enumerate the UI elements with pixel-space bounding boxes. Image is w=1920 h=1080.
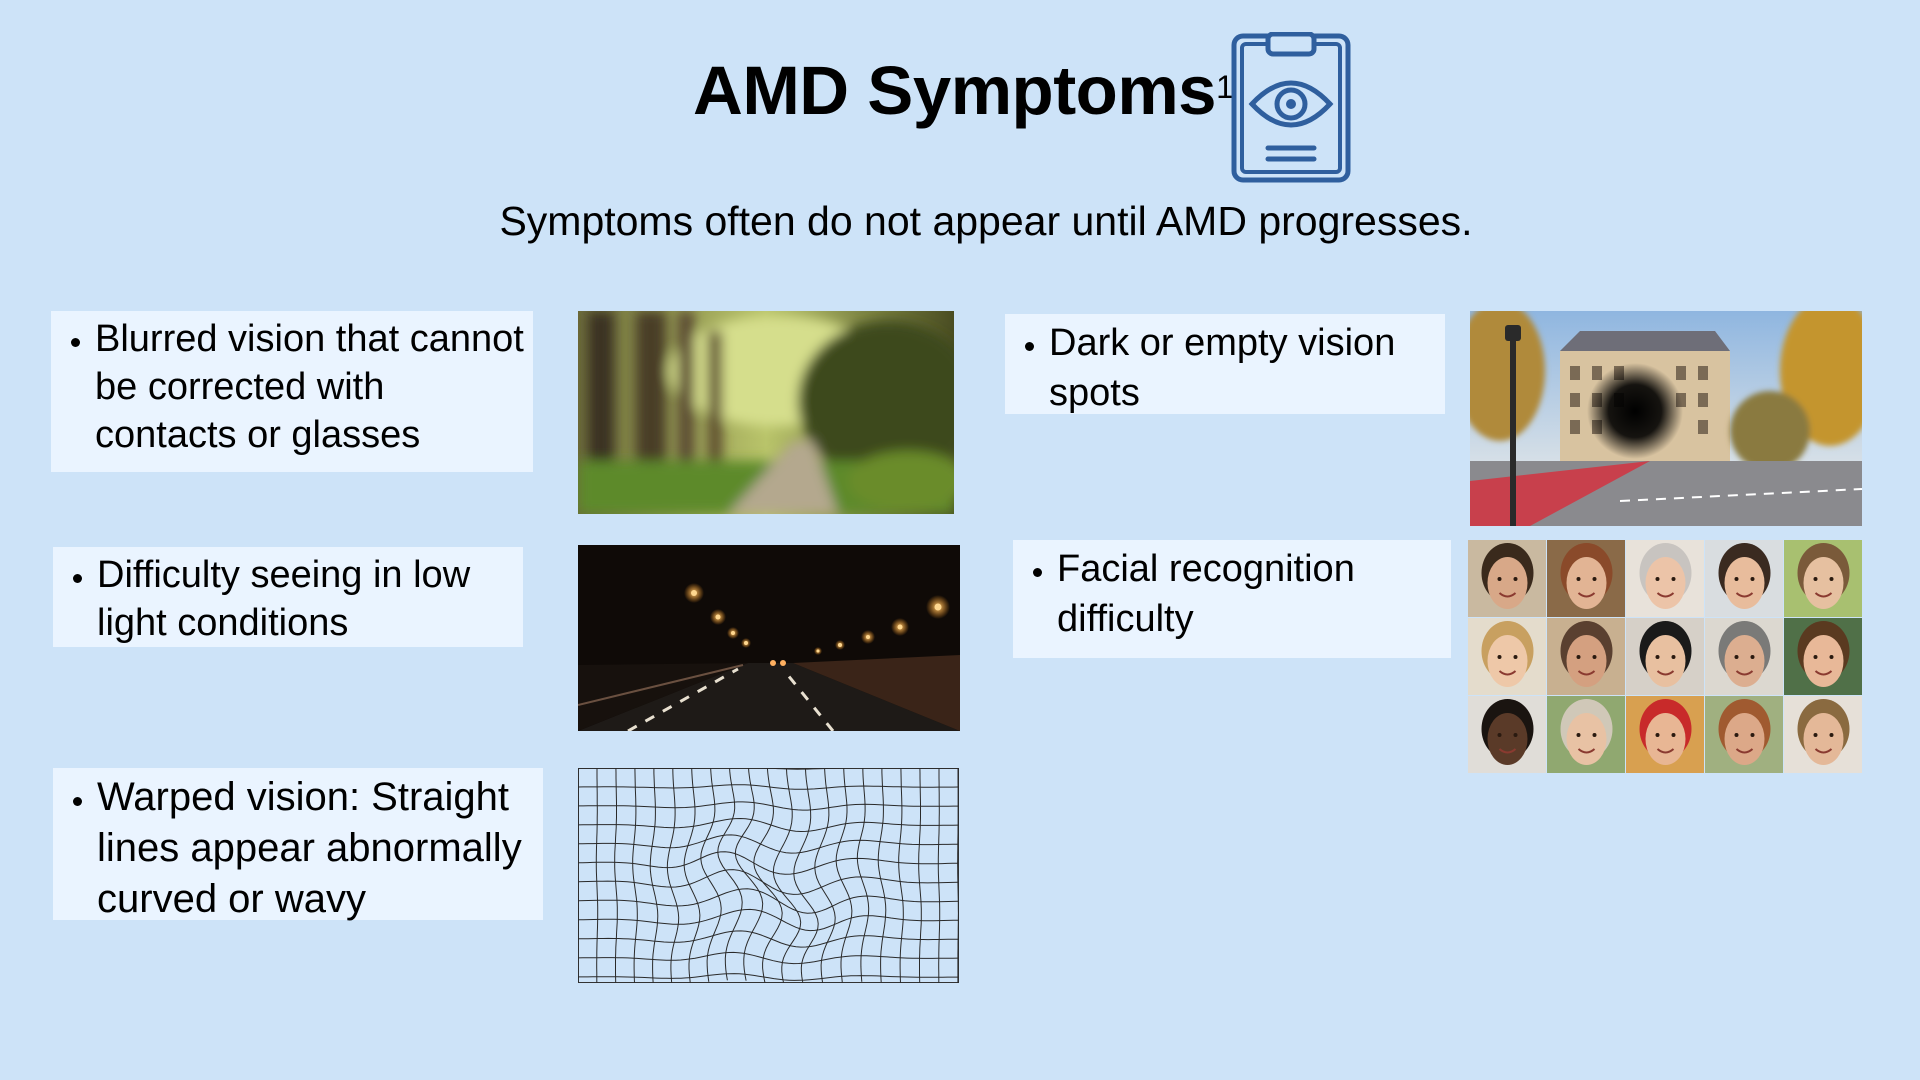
- symptom-text-blurred: Blurred vision that cannot be corrected …: [95, 315, 527, 459]
- symptom-text-low-light: Difficulty seeing in low light condition…: [97, 551, 517, 647]
- title-footnote: 1: [1216, 69, 1234, 105]
- symptom-card-low-light: Difficulty seeing in low light condition…: [53, 547, 523, 647]
- symptom-text-dark-spots: Dark or empty vision spots: [1049, 318, 1439, 418]
- blurred-forest-path-image: [578, 311, 954, 514]
- distorted-grid-image: [578, 768, 959, 983]
- symptom-card-blurred: Blurred vision that cannot be corrected …: [51, 311, 533, 472]
- symptom-card-facial: Facial recognition difficulty: [1013, 540, 1451, 658]
- symptom-text-facial: Facial recognition difficulty: [1057, 544, 1445, 644]
- symptom-card-warped: Warped vision: Straight lines appear abn…: [53, 768, 543, 921]
- tablet-eye-icon: [1230, 31, 1352, 184]
- faces-grid-image: [1468, 540, 1863, 774]
- page-title: AMD Symptoms1: [693, 48, 1234, 134]
- symptom-card-dark-spots: Dark or empty vision spots: [1005, 314, 1445, 414]
- city-street-dark-spot-image: [1470, 311, 1862, 526]
- subtitle: Symptoms often do not appear until AMD p…: [499, 198, 1473, 244]
- night-highway-image: [578, 545, 960, 731]
- symptom-text-warped: Warped vision: Straight lines appear abn…: [97, 772, 537, 925]
- title-text: AMD Symptoms: [693, 52, 1217, 129]
